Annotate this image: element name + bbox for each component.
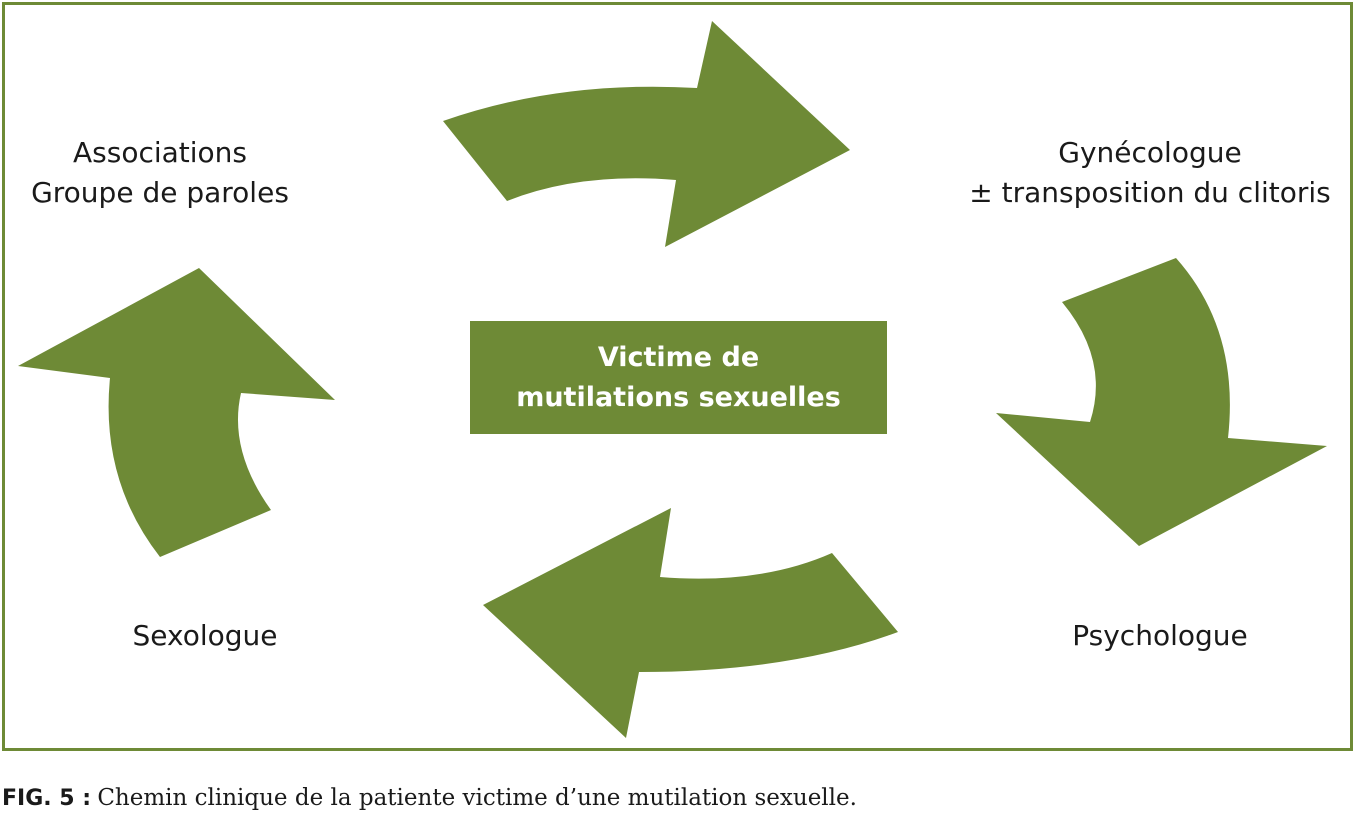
node-sexologue: Sexologue: [110, 616, 300, 656]
node-associations-line1: Associations: [72, 136, 247, 169]
figure-number: FIG. 5 :: [2, 786, 92, 811]
node-psychologue: Psychologue: [1060, 616, 1260, 656]
node-gynecologue: Gynécologue ± transposition du clitoris: [960, 133, 1340, 213]
center-box: Victime de mutilations sexuelles: [470, 321, 887, 434]
caption-text: Chemin clinique de la patiente victime d…: [97, 785, 857, 811]
arrow-right-down-icon: [996, 258, 1327, 546]
figure-caption: FIG. 5 : Chemin clinique de la patiente …: [2, 784, 857, 812]
node-psychologue-line1: Psychologue: [1072, 619, 1248, 652]
node-associations-line2: Groupe de paroles: [31, 176, 289, 209]
arrow-bottom-left-icon: [483, 508, 898, 738]
node-associations: Associations Groupe de paroles: [20, 133, 300, 213]
arrow-top-right-icon: [443, 21, 850, 247]
arrow-left-up-icon: [18, 268, 335, 557]
node-sexologue-line1: Sexologue: [132, 619, 278, 652]
center-line1: Victime de: [597, 341, 760, 373]
node-gynecologue-line2: ± transposition du clitoris: [969, 176, 1331, 209]
node-gynecologue-line1: Gynécologue: [1058, 136, 1242, 169]
center-line2: mutilations sexuelles: [516, 381, 841, 413]
